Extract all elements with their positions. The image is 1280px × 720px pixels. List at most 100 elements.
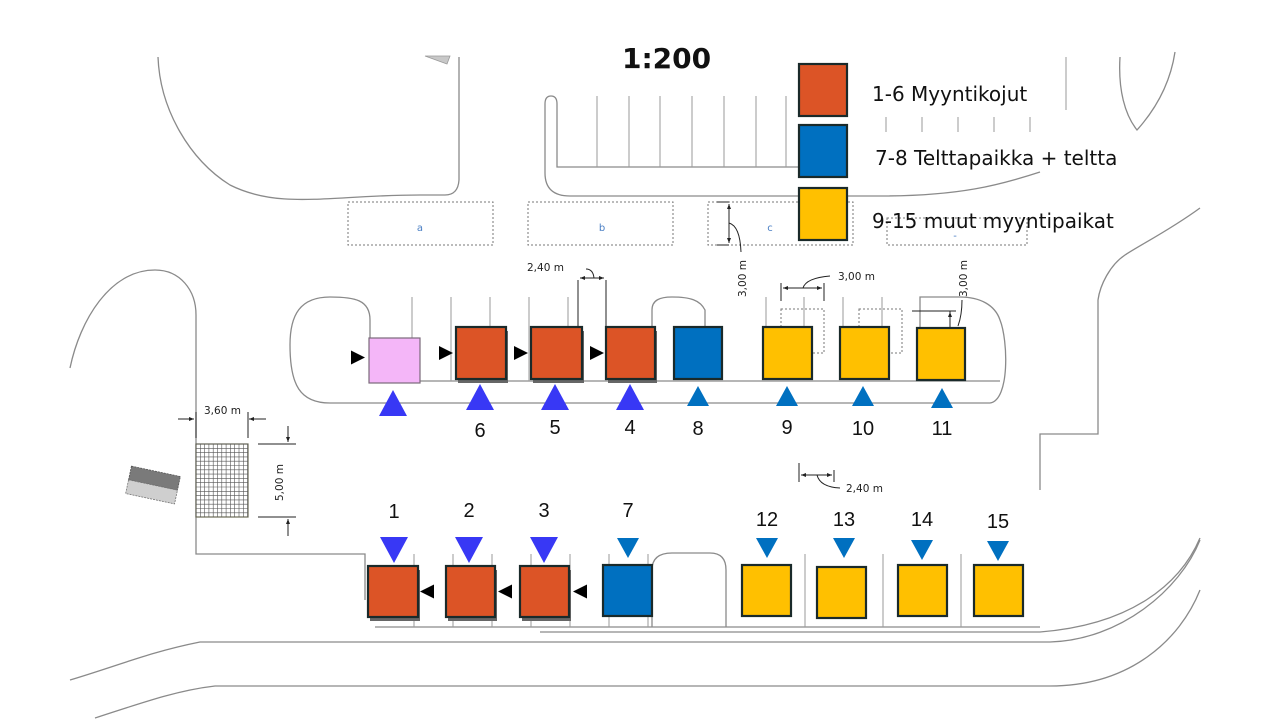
arrow-up-icon: [541, 384, 569, 410]
stall-pink[interactable]: [351, 337, 421, 416]
stall-box-orange[interactable]: [604, 325, 657, 381]
zone-b-label: b: [599, 223, 605, 234]
stall-box-yellow[interactable]: [972, 563, 1025, 618]
zone-d[interactable]: [886, 217, 1028, 246]
stall-number: 14: [911, 509, 933, 531]
zones: a b c -: [347, 201, 1028, 246]
arrow-down-icon: [833, 538, 855, 558]
arrow-down-icon: [530, 537, 558, 563]
stall-box-yellow[interactable]: [815, 565, 868, 620]
arrow-up-icon: [852, 386, 874, 406]
stall-box-orange[interactable]: [454, 325, 508, 381]
arrow-up-icon: [466, 384, 494, 410]
arrow-down-icon: [756, 538, 778, 558]
stall-12[interactable]: 12: [740, 509, 793, 618]
road-inner-edge: [540, 537, 1201, 633]
stall-box-yellow[interactable]: [838, 325, 891, 381]
legend-item: 1-6 Myyntikojut: [797, 62, 1027, 118]
stall-number: 6: [474, 420, 485, 442]
dim-yellow-depth: 3,00 m: [958, 260, 970, 297]
stall-11[interactable]: 11: [915, 326, 967, 440]
stall-number: 9: [781, 417, 792, 439]
stall-number: 10: [852, 418, 874, 440]
arrow-left-icon: [573, 584, 587, 599]
stall-box-orange[interactable]: [518, 564, 571, 619]
stall-1[interactable]: 1: [366, 501, 434, 621]
arrow-up-icon: [379, 390, 407, 416]
stall-number: 5: [549, 417, 560, 439]
stall-box-orange[interactable]: [444, 564, 497, 619]
legend-item: 9-15 muut myyntipaikat: [797, 186, 1114, 242]
stall-number: 15: [987, 511, 1009, 533]
arrow-down-icon: [455, 537, 483, 563]
dim-yellow-width: 3,00 m: [838, 271, 875, 283]
stall-6[interactable]: 6: [439, 325, 508, 442]
stall-box-orange[interactable]: [366, 564, 420, 619]
stall-3[interactable]: 3: [518, 500, 587, 621]
legend-swatch-orange: [797, 62, 849, 118]
stall-4[interactable]: 4: [590, 325, 657, 439]
stall-box-blue[interactable]: [672, 325, 724, 381]
stall-13[interactable]: 13: [815, 509, 868, 620]
stall-box-pink[interactable]: [368, 337, 421, 384]
stall-7[interactable]: 7: [601, 500, 654, 618]
left-loop-road: [69, 269, 366, 600]
stall-box-yellow[interactable]: [740, 563, 793, 618]
dim-bottom-gap: 2,40 m: [846, 483, 883, 495]
scale-label: 1:200: [622, 42, 711, 75]
arrow-left-icon: [420, 584, 434, 599]
right-road-edge: [1039, 207, 1201, 490]
parking-slots-outline: [544, 95, 800, 168]
stall-number: 3: [538, 500, 549, 522]
arrow-right-icon: [439, 346, 453, 360]
parking-lot-edge: [544, 104, 1041, 197]
stall-number: 7: [622, 500, 633, 522]
stall-box-yellow[interactable]: [896, 563, 949, 618]
stall-number: 8: [692, 418, 703, 440]
stall-box-orange[interactable]: [529, 325, 584, 381]
arrow-right-icon: [351, 350, 365, 365]
legend-swatch-blue: [797, 123, 849, 179]
stall-10[interactable]: 10: [838, 325, 891, 440]
stall-9[interactable]: 9: [761, 325, 814, 439]
stall-box-yellow[interactable]: [761, 325, 814, 381]
stall-box-yellow[interactable]: [915, 326, 967, 382]
road-lower-edge: [94, 589, 1201, 719]
arrow-down-icon: [380, 537, 408, 563]
stall-15[interactable]: 15: [972, 511, 1025, 618]
stall-2[interactable]: 2: [444, 500, 512, 621]
arrow-right-icon: [590, 346, 604, 360]
stall-number: 11: [932, 418, 953, 440]
arrow-down-icon: [617, 538, 639, 558]
arrow-up-icon: [776, 386, 798, 406]
stall-box-blue[interactable]: [601, 563, 654, 618]
dim-grid-height: 5,00 m: [274, 464, 286, 501]
stall-number: 4: [624, 417, 635, 439]
bottom-island-bump: [651, 552, 727, 627]
legend-label: 1-6 Myyntikojut: [872, 82, 1027, 106]
island-bump: [651, 296, 706, 329]
stall-5[interactable]: 5: [514, 325, 584, 439]
stall-number: 1: [388, 501, 399, 523]
grid-area: [195, 443, 249, 518]
dimensions: 2,40 m 3,00 m 3,00 m 3,00 m 3,60 m 5,00 …: [178, 201, 970, 536]
legend-label: 9-15 muut myyntipaikat: [872, 209, 1114, 233]
zone-a[interactable]: [347, 201, 494, 246]
arrow-up-icon: [687, 386, 709, 406]
zone-c[interactable]: [707, 201, 854, 246]
zone-b[interactable]: [527, 201, 674, 246]
island-outline: [1119, 51, 1176, 132]
stall-8[interactable]: 8: [672, 325, 724, 440]
road-upper-edge: [69, 539, 1201, 681]
stall-number: 13: [833, 509, 855, 531]
arrow-right-icon: [514, 346, 528, 360]
stall-14[interactable]: 14: [896, 509, 949, 618]
top-island-outline: [289, 296, 1007, 404]
legend-item: 7-8 Telttapaikka + teltta: [797, 123, 1117, 179]
dim-grid-width: 3,60 m: [204, 405, 241, 417]
zone-d-label: -: [953, 231, 957, 242]
arrow-left-icon: [498, 584, 512, 599]
stall-number: 2: [463, 500, 474, 522]
parking-lot-outline-left: [157, 56, 460, 201]
